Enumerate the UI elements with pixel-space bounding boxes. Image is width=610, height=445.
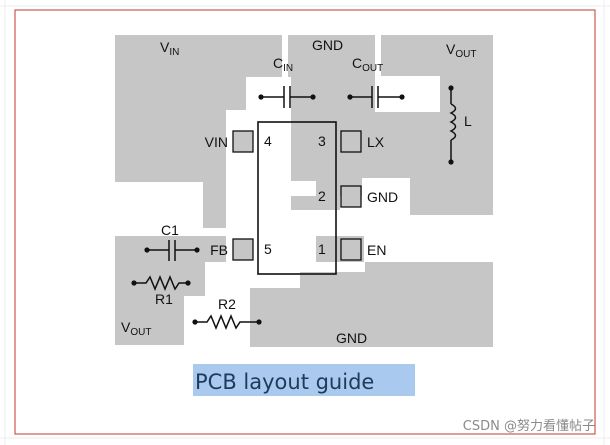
pin-names: VIN LX GND FB EN: [205, 134, 398, 258]
pin-name-fb: FB: [210, 242, 228, 258]
vout-bottom-label: VOUT: [121, 319, 151, 338]
pin-2-pad: [340, 185, 362, 208]
pin-number-2: 2: [318, 188, 326, 204]
inductor-label: L: [464, 113, 472, 129]
pin-number-4: 4: [264, 133, 272, 149]
pin-number-1: 1: [318, 241, 326, 257]
pin-4-pad: [232, 130, 254, 153]
r1-resistor: [131, 275, 191, 291]
pin-numbers: 4 3 2 5 1: [264, 133, 326, 257]
pin-name-en: EN: [367, 242, 386, 258]
pin-5-pad: [232, 238, 254, 261]
cin-label: CIN: [273, 55, 293, 74]
gnd-top-label: GND: [312, 37, 343, 53]
gnd-mid-pad: [291, 196, 340, 210]
pin-1-pad: [340, 238, 362, 261]
gnd-bottom-pad: [250, 262, 493, 347]
cout-label: COUT: [352, 55, 383, 74]
copper-pads: [115, 35, 493, 347]
cin-capacitor: [258, 86, 316, 108]
pin-number-3: 3: [318, 133, 326, 149]
caption: PCB layout guide: [195, 370, 374, 394]
figure-frame: [14, 9, 596, 435]
c1-label: C1: [161, 222, 179, 238]
gnd-top-pad: [288, 35, 375, 196]
pin-3-pad: [340, 130, 362, 153]
pin-name-gnd: GND: [367, 189, 398, 205]
watermark: CSDN @努力看懂帖子: [463, 418, 595, 434]
inductor: [448, 85, 457, 165]
pin-number-5: 5: [264, 241, 272, 257]
r2-resistor: [192, 314, 262, 330]
r2-label: R2: [218, 296, 236, 312]
caption-highlighted-text: PCB layout guid: [195, 370, 361, 394]
vout-top-label: VOUT: [446, 41, 476, 60]
caption-rest-text: e: [361, 370, 374, 394]
pin-name-lx: LX: [367, 134, 385, 150]
c1-capacitor: [144, 240, 200, 261]
vin-pad: [115, 35, 282, 228]
caption-highlight: [193, 364, 415, 396]
lx-pad: [362, 76, 493, 215]
vout-bottom-pad: [115, 236, 226, 345]
cout-capacitor: [347, 86, 405, 108]
pin-name-vin: VIN: [205, 134, 228, 150]
pin-pads: [232, 130, 362, 261]
ic-body: [257, 121, 337, 275]
vout-top-pad: [381, 35, 493, 112]
r1-label: R1: [155, 291, 173, 307]
vin-region-label: VIN: [160, 39, 179, 58]
gnd-bottom-label: GND: [336, 330, 367, 346]
